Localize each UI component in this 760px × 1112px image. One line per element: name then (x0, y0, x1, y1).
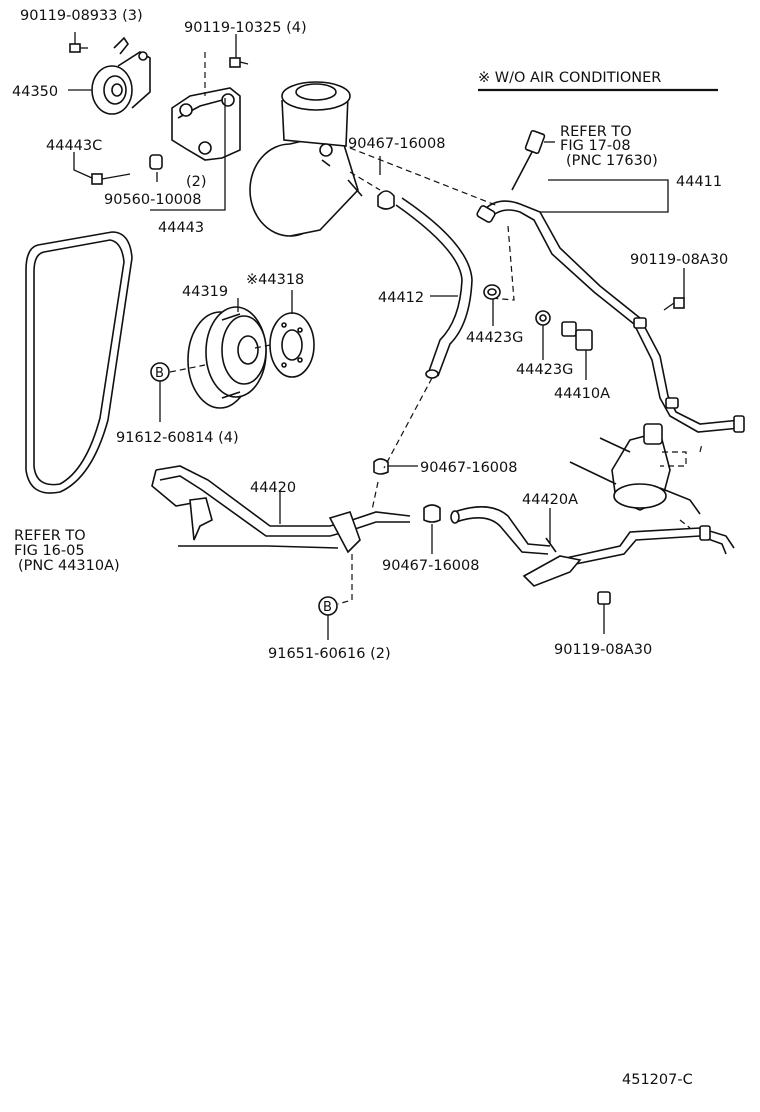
reference-note: FIG 16-05 (14, 543, 85, 559)
clamp-90467-c (423, 504, 441, 523)
part-label: 90119-08933 (3) (20, 8, 143, 24)
part-label: ※44318 (246, 272, 304, 288)
union-bolt-44410A (561, 321, 593, 351)
assembly-dash (679, 443, 703, 529)
bracket-44443-bracketline (150, 98, 226, 211)
hose-44420A (450, 506, 551, 555)
tube-44420 (151, 465, 411, 554)
part-label: 90467-16008 (420, 460, 518, 476)
bolt-90119-08A30-a (663, 297, 685, 311)
idler-pulley (91, 36, 151, 115)
part-label: 44423G (466, 330, 523, 346)
steering-gear (569, 423, 701, 515)
part-label: 91651-60616 (2) (268, 646, 391, 662)
gasket-44423G-b (535, 310, 551, 326)
assembly-dash (337, 554, 353, 605)
part-label: 90119-08A30 (554, 642, 652, 658)
return-tube-44420A (522, 525, 735, 587)
bolt-90119-10325 (229, 57, 249, 68)
b-marker-label: B (323, 600, 332, 615)
reference-note: (PNC 44310A) (18, 558, 120, 574)
collar-90560-10008 (149, 154, 163, 170)
reference-note: REFER TO (560, 124, 632, 140)
assembly-dash (489, 225, 515, 301)
assembly-dash (169, 344, 271, 373)
assembly-dash (349, 171, 381, 191)
part-label: (2) (186, 174, 207, 190)
diagram-id: 451207-C (622, 1072, 693, 1088)
assembly-dash (660, 451, 687, 467)
part-label: 90119-10325 (4) (184, 20, 307, 36)
assembly-dash (349, 147, 499, 207)
part-label: 44423G (516, 362, 573, 378)
pulley-plate-44318 (269, 312, 315, 378)
part-label: 44350 (12, 84, 58, 100)
part-label: 90119-08A30 (630, 252, 728, 268)
part-label: 44443C (46, 138, 102, 154)
bracket-44411 (540, 179, 669, 213)
gasket-44423G-a (483, 284, 501, 300)
bolt-44443C (91, 173, 131, 185)
part-label: 44411 (676, 174, 722, 190)
power-steering-pump (249, 81, 363, 237)
reference-note: REFER TO (14, 528, 86, 544)
pump-pulley-44319 (187, 306, 267, 409)
assembly-dash (383, 377, 433, 469)
part-label: 90560-10008 (104, 192, 202, 208)
bolt-90119-08A30-b (597, 591, 611, 616)
fitting-17630 (511, 129, 546, 191)
hose-44412 (395, 197, 473, 379)
part-label: 44412 (378, 290, 424, 306)
part-label: 44420A (522, 492, 578, 508)
part-label: 44420 (250, 480, 296, 496)
leader (73, 152, 93, 179)
clamp-90467-a (377, 190, 395, 210)
assembly-dash (371, 481, 379, 511)
part-label: 90467-16008 (382, 558, 480, 574)
v-belt (25, 231, 133, 494)
clamp-90467-b (373, 458, 389, 475)
reference-note: FIG 17-08 (560, 138, 631, 154)
pump-bracket (171, 87, 241, 161)
part-label: 44410A (554, 386, 610, 402)
b-marker-label: B (155, 366, 164, 381)
part-label: 91612-60814 (4) (116, 430, 239, 446)
part-label: 44319 (182, 284, 228, 300)
reference-note: (PNC 17630) (566, 153, 658, 169)
note-label: ※ W/O AIR CONDITIONER (478, 70, 661, 86)
part-label: 90467-16008 (348, 136, 446, 152)
bolt-90119-08933 (69, 43, 88, 53)
part-label: 44443 (158, 220, 204, 236)
